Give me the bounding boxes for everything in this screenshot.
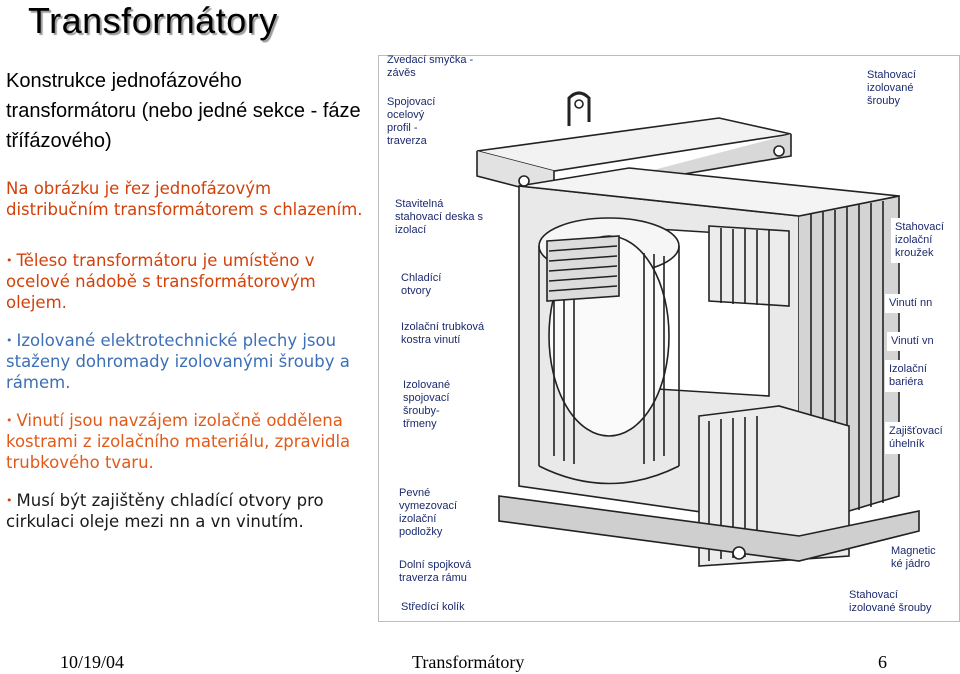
label-tension-bolts-bottom: Stahovací izolované šrouby	[845, 586, 949, 618]
label-magnetic-core: Magnetic ké jádro	[887, 542, 947, 574]
label-lifting-loop: Zvedací smyčka - závěs	[387, 54, 474, 79]
label-spacer-pads: Pevné vymezovací izolační podložky	[395, 484, 469, 542]
bullet-icon: •	[6, 494, 13, 507]
bullet-icon: •	[6, 254, 13, 267]
bullet-icon: •	[6, 414, 13, 427]
label-cooling-holes: Chladící otvory	[397, 269, 467, 301]
label-insulation-barrier: Izolační bariéra	[885, 360, 945, 392]
label-lv-winding: Vinutí nn	[885, 294, 955, 313]
label-locking-angle: Zajišťovací úhelník	[885, 422, 955, 454]
bullet-item-body: •Těleso transformátoru je umístěno v oce…	[6, 250, 378, 313]
bullet-item-plates: •Izolované elektrotechnické plechy jsou …	[6, 330, 378, 393]
label-insulated-bolts: Izolované spojovací šrouby-třmeny	[399, 376, 467, 434]
slide-subtitle: Konstrukce jednofázového transformátoru …	[6, 70, 361, 152]
bullet-text: Izolované elektrotechnické plechy jsou s…	[6, 331, 350, 392]
transformer-cutaway-figure: Zvedací smyčka - závěs Spojovací ocelový…	[378, 54, 960, 622]
bullet-list: •Těleso transformátoru je umístěno v oce…	[6, 250, 378, 549]
bullet-text: Těleso transformátoru je umístěno v ocel…	[6, 251, 316, 312]
label-clamping-ring: Stahovací izolační kroužek	[891, 218, 957, 263]
label-lower-traverse: Dolní spojková traverza rámu	[395, 556, 495, 588]
label-hv-winding: Vinutí vn	[887, 332, 953, 351]
transformer-drawing	[476, 91, 920, 567]
label-tension-bolts-top: Stahovací izolované šrouby	[863, 66, 937, 111]
page-title: Transformátory	[28, 0, 278, 41]
label-steel-traverse: Spojovací ocelový profil - traverza	[387, 96, 436, 147]
label-centering-pin: Středící kolík	[397, 598, 481, 617]
bullet-item-windings: •Vinutí jsou navzájem izolačně oddělena …	[6, 410, 378, 473]
bullet-text: Musí být zajištěny chladící otvory pro c…	[6, 491, 324, 531]
label-insulation-tube: Izolační trubková kostra vinutí	[397, 318, 497, 350]
bullet-item-cooling: •Musí být zajištěny chladící otvory pro …	[6, 490, 378, 532]
footer-date: 10/19/04	[60, 652, 125, 672]
footer-title: Transformátory	[412, 652, 525, 672]
bullet-icon: •	[6, 334, 13, 347]
label-clamping-plate: Stavitelná stahovací deska s izolací	[391, 195, 489, 240]
bullet-text: Vinutí jsou navzájem izolačně oddělena k…	[6, 411, 351, 472]
intro-text: Na obrázku je řez jednofázovým distribuč…	[6, 179, 363, 219]
page-number: 6	[878, 652, 887, 672]
